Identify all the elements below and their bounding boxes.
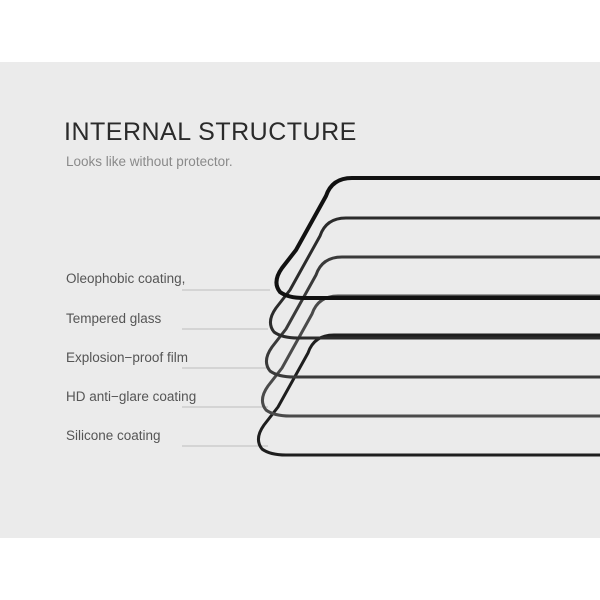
layer-sheet-tempered-glass (269, 216, 600, 340)
layer-sheet-anti-glare (261, 294, 600, 418)
layer-label-anti-glare: HD anti−glare coating (66, 389, 197, 404)
layer-sheet-silicone (257, 333, 600, 457)
layer-sheet-explosion-proof (265, 255, 600, 379)
leader-lines (182, 289, 270, 447)
layer-sheet-oleophobic (274, 176, 600, 300)
layer-sheets (257, 176, 600, 457)
page-subtitle: Looks like without protector. (66, 154, 233, 169)
layer-label-silicone: Silicone coating (66, 428, 161, 443)
layer-label-tempered-glass: Tempered glass (66, 311, 162, 326)
layer-label-explosion-proof: Explosion−proof film (66, 350, 188, 365)
page-title: INTERNAL STRUCTURE (64, 118, 357, 146)
layer-label-oleophobic: Oleophobic coating, (66, 271, 186, 286)
